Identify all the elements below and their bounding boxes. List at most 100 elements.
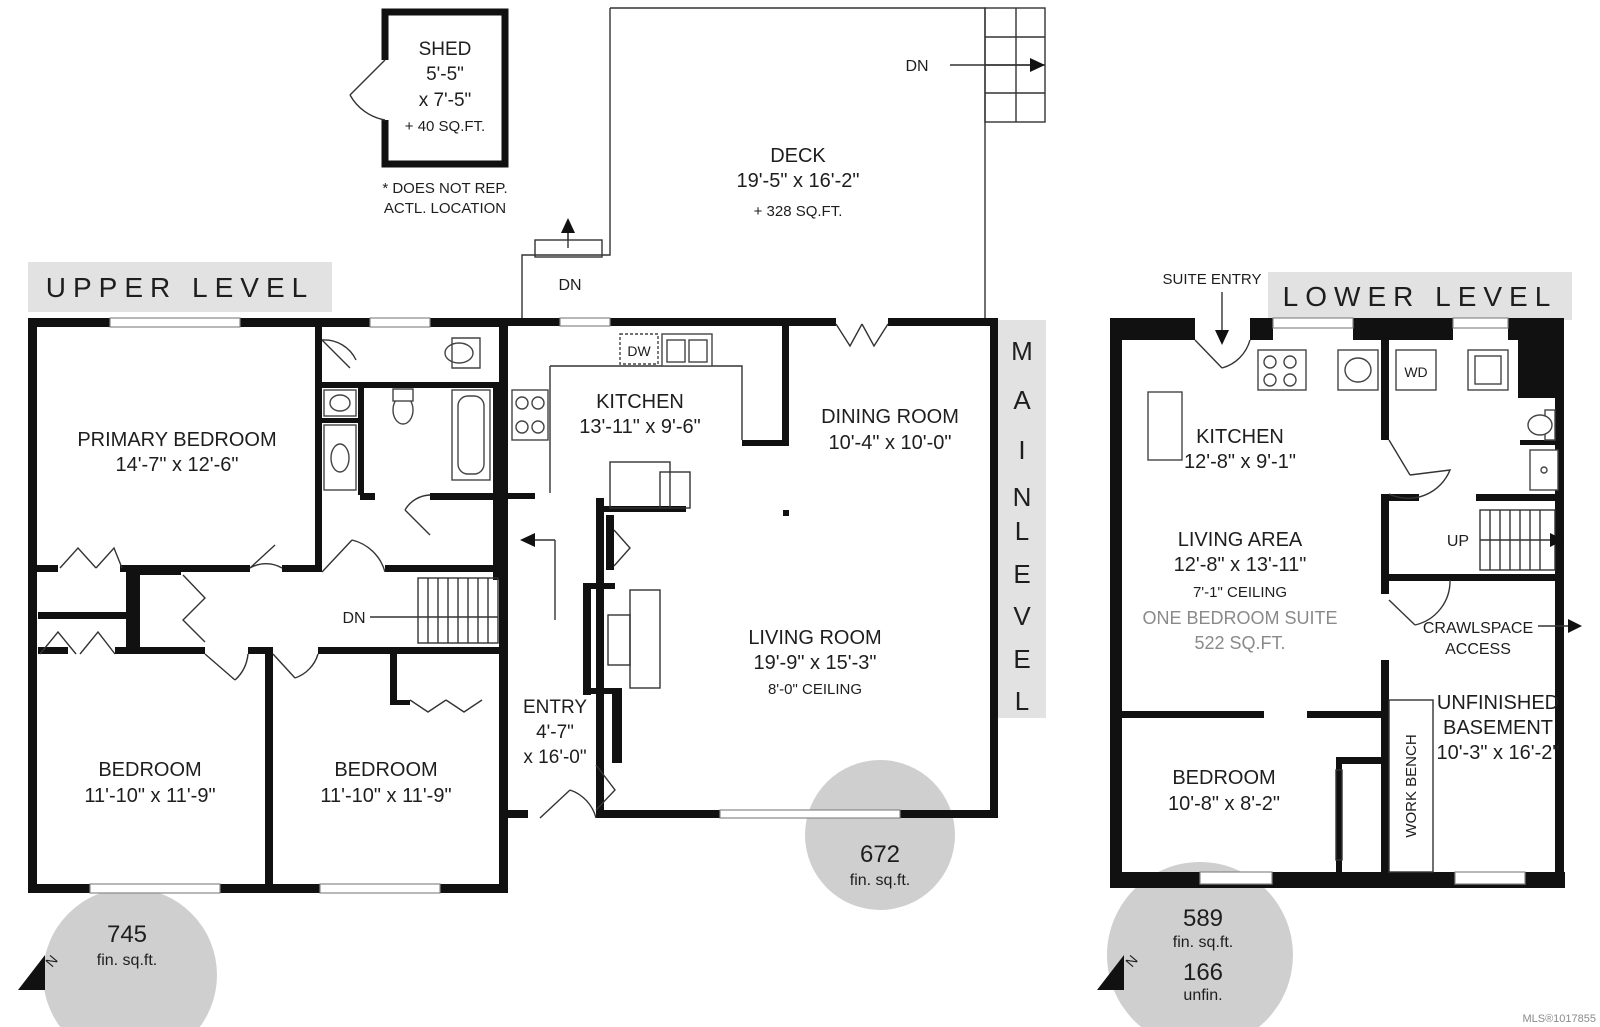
lower-window-2	[1452, 317, 1509, 329]
upper-level-title: UPPER LEVEL	[46, 272, 314, 303]
main-level-letter: E	[1013, 559, 1030, 589]
bedroom-right-name: BEDROOM	[334, 759, 437, 781]
main-level-banner	[998, 320, 1046, 718]
lower-north-arrow-icon	[1097, 955, 1124, 990]
suite-area: 522 SQ.FT.	[1194, 633, 1285, 653]
living-room-size: 19'-9" x 15'-3"	[753, 652, 876, 674]
washer-dryer-icon	[1395, 349, 1437, 391]
toilet-icon	[444, 337, 481, 369]
main-kitchen-size: 13'-11" x 9'-6"	[579, 416, 701, 438]
lower-window-4	[1454, 871, 1526, 885]
main-level-letter: V	[1013, 601, 1031, 631]
basement-size: 10'-3" x 16'-2"	[1436, 742, 1559, 764]
work-bench-label: WORK BENCH	[1403, 734, 1420, 837]
vanity-icon	[323, 424, 357, 491]
main-level-letter: E	[1013, 644, 1030, 674]
main-stairs-arrowhead	[520, 533, 535, 547]
shed-door	[349, 59, 386, 121]
dishwasher-label: DW	[627, 343, 651, 359]
entry-door	[539, 789, 597, 819]
deck-name: DECK	[770, 145, 826, 167]
primary-bedroom-size: 14'-7" x 12'-6"	[115, 454, 238, 476]
living-room-name: LIVING ROOM	[748, 627, 881, 649]
main-level-walls	[508, 318, 998, 818]
lower-bedroom-size: 10'-8" x 8'-2"	[1168, 793, 1280, 815]
suite-entry-label: SUITE ENTRY	[1163, 271, 1262, 288]
lower-area-unfin-unit: unfin.	[1183, 987, 1222, 1004]
lower-kitchen-appliances	[1147, 349, 1559, 491]
entry-size-2: x 16'-0"	[523, 747, 586, 768]
closet-door-main	[613, 529, 631, 567]
basement-name-1: UNFINISHED	[1437, 692, 1559, 714]
lower-closet-door	[1335, 769, 1343, 861]
main-window-2	[719, 809, 901, 819]
main-area-badge	[805, 760, 955, 910]
kitchen-counter	[549, 365, 743, 493]
shed-area: + 40 SQ.FT.	[405, 118, 485, 135]
upper-north-arrow-icon	[18, 955, 45, 990]
lower-bedroom-name: BEDROOM	[1172, 767, 1275, 789]
fireplace-hearth	[629, 589, 661, 689]
bedroom-left-name: BEDROOM	[98, 759, 201, 781]
lower-area-badge	[1107, 862, 1293, 1027]
suite-entry-door	[1194, 339, 1251, 369]
washer-dryer-label: WD	[1404, 364, 1427, 380]
work-bench	[1388, 699, 1434, 873]
main-area-unit: fin. sq.ft.	[850, 872, 910, 889]
main-kitchen-name: KITCHEN	[596, 391, 684, 413]
lower-window-3	[1199, 871, 1273, 885]
watermark: MLS®1017855	[1522, 1013, 1596, 1025]
lower-stairs	[1479, 509, 1564, 571]
shed-walls	[381, 8, 509, 168]
upper-doors	[39, 339, 483, 713]
living-area-size: 12'-8" x 13'-11"	[1174, 554, 1307, 576]
upper-window-2	[369, 317, 431, 328]
deck-area: + 328 SQ.FT.	[754, 203, 843, 220]
shed-dim1: 5'-5"	[426, 64, 464, 85]
dishwasher-icon	[619, 333, 659, 365]
crawlspace-arrowhead	[1568, 619, 1582, 633]
stove-icon	[511, 389, 549, 441]
lower-area-fin-value: 589	[1183, 905, 1223, 932]
living-room-ceiling: 8'-0" CEILING	[768, 681, 862, 698]
main-kitchen-appliances	[511, 333, 713, 441]
bedroom-left-size: 11'-10" x 11'-9"	[84, 785, 215, 807]
main-window-1	[559, 317, 611, 327]
main-level-letter: M	[1011, 336, 1033, 366]
crawlspace-line-1: CRAWLSPACE	[1423, 620, 1533, 637]
upper-stairs-dn: DN	[342, 610, 365, 627]
upper-bath-fixtures	[323, 337, 491, 491]
upper-stairs	[370, 577, 499, 644]
living-area-name: LIVING AREA	[1178, 529, 1303, 551]
lower-level-walls	[1110, 318, 1565, 888]
upper-window-4	[319, 883, 441, 894]
suite-name: ONE BEDROOM SUITE	[1142, 608, 1337, 628]
bedroom-right-size: 11'-10" x 11'-9"	[320, 785, 451, 807]
main-level-letter: L	[1015, 516, 1029, 546]
deck-dn-left: DN	[558, 277, 581, 294]
lower-fridge-icon	[1147, 391, 1183, 461]
dining-room-name: DINING ROOM	[821, 406, 959, 428]
deck-size: 19'-5" x 16'-2"	[736, 170, 859, 192]
deck-outline	[521, 7, 986, 322]
crawlspace-line-2: ACCESS	[1445, 641, 1511, 658]
upper-area-value: 745	[107, 921, 147, 948]
lower-area-unfin-value: 166	[1183, 959, 1223, 986]
upper-level-walls	[28, 318, 508, 893]
shed-name: SHED	[419, 39, 472, 60]
deck-dn-arrowhead-left	[561, 218, 575, 233]
entry-size-1: 4'-7"	[536, 722, 574, 743]
living-area-ceiling: 7'-1" CEILING	[1193, 584, 1287, 601]
upper-area-unit: fin. sq.ft.	[97, 952, 157, 969]
kitchen-island	[609, 461, 671, 509]
primary-bedroom-name: PRIMARY BEDROOM	[77, 429, 276, 451]
lower-kitchen-name: KITCHEN	[1196, 426, 1284, 448]
lower-window-1	[1272, 317, 1354, 329]
dining-door	[835, 323, 889, 348]
deck-dn-right: DN	[905, 58, 928, 75]
main-level-letter: N	[1013, 482, 1032, 512]
lower-doors	[1388, 439, 1452, 626]
entry-name: ENTRY	[523, 697, 587, 718]
